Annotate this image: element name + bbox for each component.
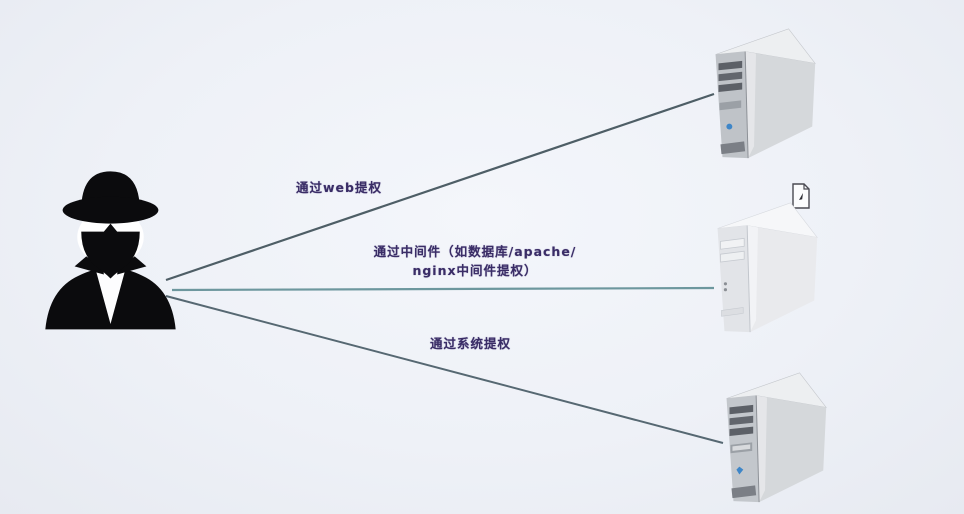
server-tower-icon xyxy=(692,18,820,168)
document-icon xyxy=(790,183,812,209)
server-tower-icon xyxy=(694,192,822,342)
label-via-web: 通过web提权 xyxy=(296,180,382,195)
line-to-middle-server xyxy=(171,286,715,292)
label-via-middleware: 通过中间件（如数据库/apache/ nginx中间件提权） xyxy=(368,242,582,280)
label-via-middleware-line1: 通过中间件（如数据库/apache/ xyxy=(373,244,577,259)
spy-hacker-icon xyxy=(44,166,177,330)
label-via-middleware-line2: nginx中间件提权） xyxy=(412,263,538,278)
label-via-system: 通过系统提权 xyxy=(430,336,512,351)
line-to-bottom-server xyxy=(165,295,724,444)
server-tower-icon xyxy=(703,362,831,512)
line-to-top-server xyxy=(165,92,715,282)
